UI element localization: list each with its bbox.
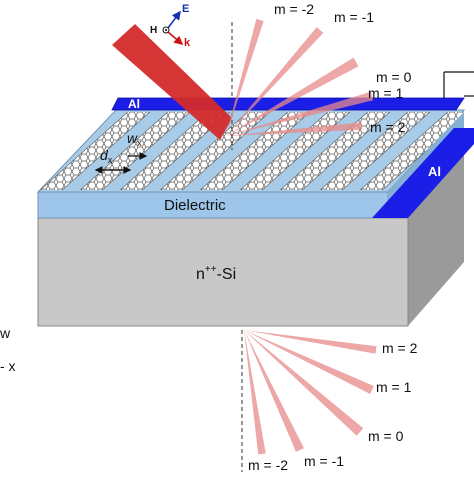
e-field-arrow [167, 10, 181, 29]
transmitted-order-labels: m = 2 m = 1 m = 0 m = -1 m = -2 [248, 340, 418, 473]
transmitted-beam [244, 330, 364, 436]
graphene-lattice [278, 112, 392, 190]
reflected-order-label: m = 0 [376, 69, 412, 85]
reflected-order-label: m = 1 [368, 85, 404, 101]
reflected-order-labels: m = -2 m = -1 m = 0m = 1 m = 2 [274, 1, 412, 135]
al-electrode-side [372, 128, 474, 218]
ribbon-dimension-annotations: dx wx [94, 130, 148, 174]
e-field-label: E [182, 3, 189, 15]
al-side-label: Al [428, 164, 441, 179]
graphene-lattice [78, 112, 192, 190]
substrate-side-face [408, 150, 464, 326]
period-label: dx [100, 147, 113, 165]
dielectric-front-face [37, 191, 389, 219]
reflected-beam [226, 91, 374, 136]
k-vector-label: k [184, 37, 191, 49]
transmitted-beam [244, 330, 266, 455]
reflected-order-label: m = 2 [370, 119, 406, 135]
incident-beam [112, 24, 232, 140]
k-vector-arrow [167, 31, 184, 45]
graphene-lattice [158, 112, 272, 190]
transmitted-beam [244, 330, 304, 452]
width-label: wx [127, 130, 142, 148]
left-axis-w-label: w [0, 325, 11, 341]
graphene-lattice [118, 112, 232, 190]
reflected-beam [226, 122, 363, 136]
transmitted-beam [244, 330, 374, 394]
reflected-beam [226, 27, 324, 136]
reflected-order-label: m = -2 [274, 1, 314, 17]
dielectric-label: Dielectric [164, 197, 226, 214]
h-field-dot-icon [162, 26, 170, 34]
graphene-lattice [40, 112, 152, 190]
transmitted-order-label: m = -2 [248, 457, 288, 473]
transmitted-beam [244, 330, 377, 354]
substrate-label: n++-Si [196, 264, 236, 283]
al-top-label: Al [128, 97, 140, 111]
left-axis-x-label: - x [0, 358, 16, 374]
graphene-lattice [318, 112, 432, 190]
substrate-front-face [37, 217, 409, 327]
reflected-beam [226, 57, 359, 136]
transmitted-beams [244, 330, 377, 455]
transmitted-order-label: m = -1 [304, 453, 344, 469]
graphene-lattice [358, 112, 464, 190]
reflected-beam [226, 18, 264, 136]
transmitted-order-label: m = 2 [382, 340, 418, 356]
reflected-order-label: m = -1 [334, 9, 374, 25]
transmitted-order-label: m = 1 [376, 379, 412, 395]
transmitted-order-label: m = 0 [368, 428, 404, 444]
h-field-label: H [150, 25, 157, 36]
reflected-beams [226, 18, 374, 136]
polarization-axes: H E k [150, 3, 191, 49]
